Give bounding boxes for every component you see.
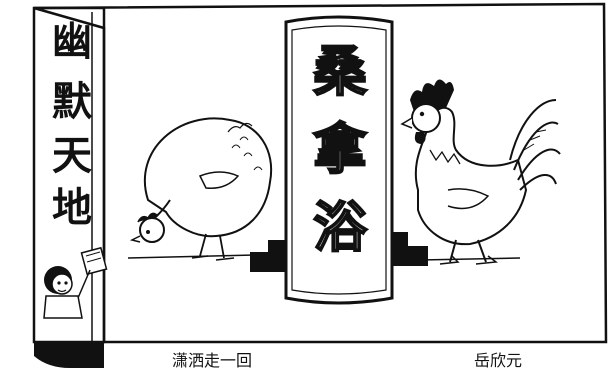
artist-caricature-icon xyxy=(43,246,108,319)
cartoon-title: 潇洒走一回 xyxy=(172,351,253,370)
sign-char-3: 浴 xyxy=(312,195,368,259)
rooster xyxy=(400,79,561,265)
ground-steps xyxy=(127,232,521,272)
column-title-char-2: 默 xyxy=(52,79,92,125)
sign-char-1: 桑 xyxy=(312,39,368,103)
column-title-char-1: 幽 xyxy=(52,19,92,65)
sign-char-2: 拿 xyxy=(312,117,368,181)
column-title-char-4: 地 xyxy=(52,185,92,231)
column-tab xyxy=(34,342,104,368)
plucked-chicken xyxy=(129,117,273,261)
cartoon-author: 岳欣元 xyxy=(474,351,523,370)
column-title-char-3: 天 xyxy=(52,133,92,179)
sauna-sign xyxy=(284,15,394,305)
